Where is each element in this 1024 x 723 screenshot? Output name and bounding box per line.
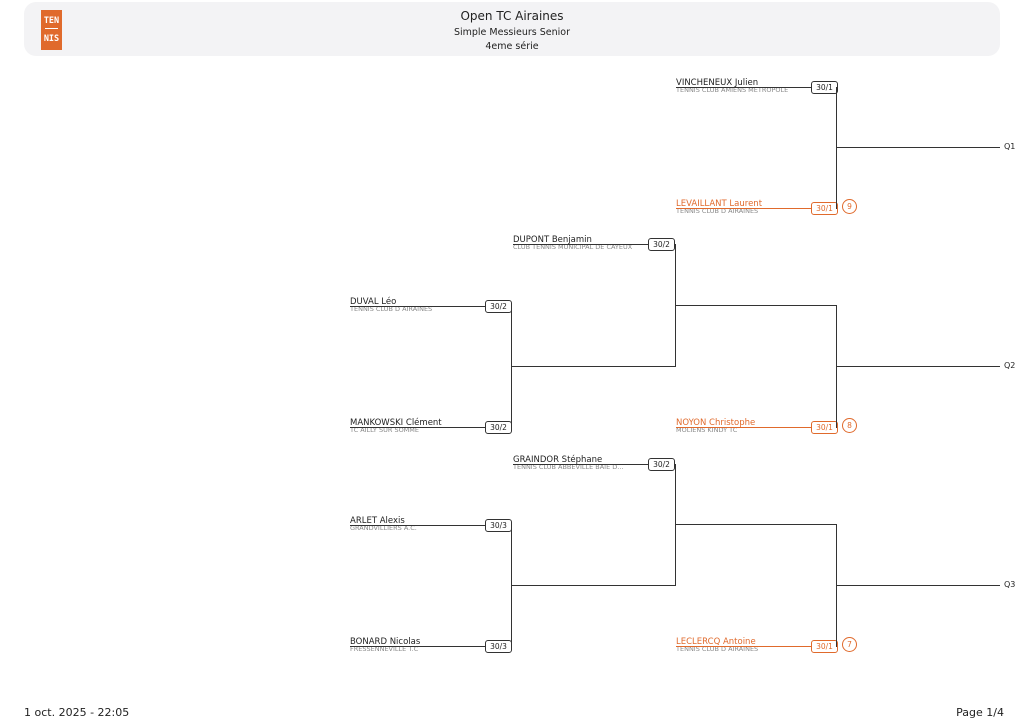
bracket-connector (836, 87, 837, 209)
bracket-connector (675, 524, 837, 525)
player-entry[interactable]: DUPONT Benjamin Club Tennis Municipal de… (513, 235, 675, 255)
player-name: VINCHENEUX Julien (676, 78, 759, 88)
bracket-connector (836, 366, 1000, 367)
player-rank: 30/2 (648, 238, 675, 251)
player-name: NOYON Christophe (676, 418, 756, 428)
player-entry[interactable]: MANKOWSKI Clément TC AILLY SUR SOMME 30/… (350, 418, 512, 438)
tournament-title: Open TC Airaines (460, 9, 564, 23)
bracket-connector (511, 585, 676, 586)
player-entry[interactable]: NOYON Christophe MOLIENS KINDY TC 30/1 8 (676, 418, 857, 438)
bracket-connector (511, 366, 676, 367)
bracket-connector (511, 306, 512, 428)
player-entry[interactable]: GRAINDOR Stéphane TENNIS CLUB ABBEVILLE … (513, 455, 675, 475)
bracket-connector (836, 147, 1000, 148)
player-name: LEVAILLANT Laurent (676, 199, 763, 209)
player-entry[interactable]: LEVAILLANT Laurent TENNIS CLUB D AIRAINE… (676, 199, 857, 219)
draw-subtitle: Simple Messieurs Senior (453, 27, 571, 38)
seed-badge: 7 (842, 637, 857, 652)
print-date: 1 oct. 2025 - 22:05 (24, 706, 130, 719)
header-banner: TEN NIS Open TC Airaines Simple Messieur… (24, 2, 1000, 56)
player-name: LECLERCQ Antoine (676, 637, 756, 647)
qualifier-label: Q3 (1004, 580, 1016, 589)
player-name: DUPONT Benjamin (513, 235, 592, 245)
player-name: ARLET Alexis (350, 516, 405, 526)
player-rank: 30/1 (811, 81, 838, 94)
player-entry[interactable]: ARLET Alexis GRANDVILLIERS A.C. 30/3 (350, 516, 512, 536)
bracket-connector (675, 464, 676, 586)
page-number: Page 1/4 (956, 706, 1004, 719)
bracket-connector (836, 585, 1000, 586)
draw-serie: 4eme série (485, 41, 539, 52)
player-rank: 30/1 (811, 421, 838, 434)
player-name: BONARD Nicolas (350, 637, 421, 647)
player-entry[interactable]: DUVAL Léo TENNIS CLUB D AIRAINES 30/2 (350, 297, 512, 317)
bracket-connector (675, 305, 837, 306)
player-entry[interactable]: BONARD Nicolas FRESSENNEVILLE T.C 30/3 (350, 637, 512, 657)
player-rank: 30/3 (485, 519, 512, 532)
player-entry[interactable]: VINCHENEUX Julien TENNIS CLUB AMIENS MET… (676, 78, 838, 98)
player-name: GRAINDOR Stéphane (513, 455, 603, 465)
tennis-logo: TEN NIS (41, 10, 62, 50)
player-name: DUVAL Léo (350, 297, 397, 307)
seed-badge: 8 (842, 418, 857, 433)
bracket-connector (511, 525, 512, 647)
qualifier-label: Q1 (1004, 142, 1016, 151)
player-rank: 30/2 (648, 458, 675, 471)
player-rank: 30/2 (485, 300, 512, 313)
seed-badge: 9 (842, 199, 857, 214)
player-name: MANKOWSKI Clément (350, 418, 442, 428)
player-entry[interactable]: LECLERCQ Antoine TENNIS CLUB D AIRAINES … (676, 637, 857, 657)
player-rank: 30/1 (811, 640, 838, 653)
qualifier-label: Q2 (1004, 361, 1016, 370)
player-rank: 30/1 (811, 202, 838, 215)
player-rank: 30/3 (485, 640, 512, 653)
player-rank: 30/2 (485, 421, 512, 434)
